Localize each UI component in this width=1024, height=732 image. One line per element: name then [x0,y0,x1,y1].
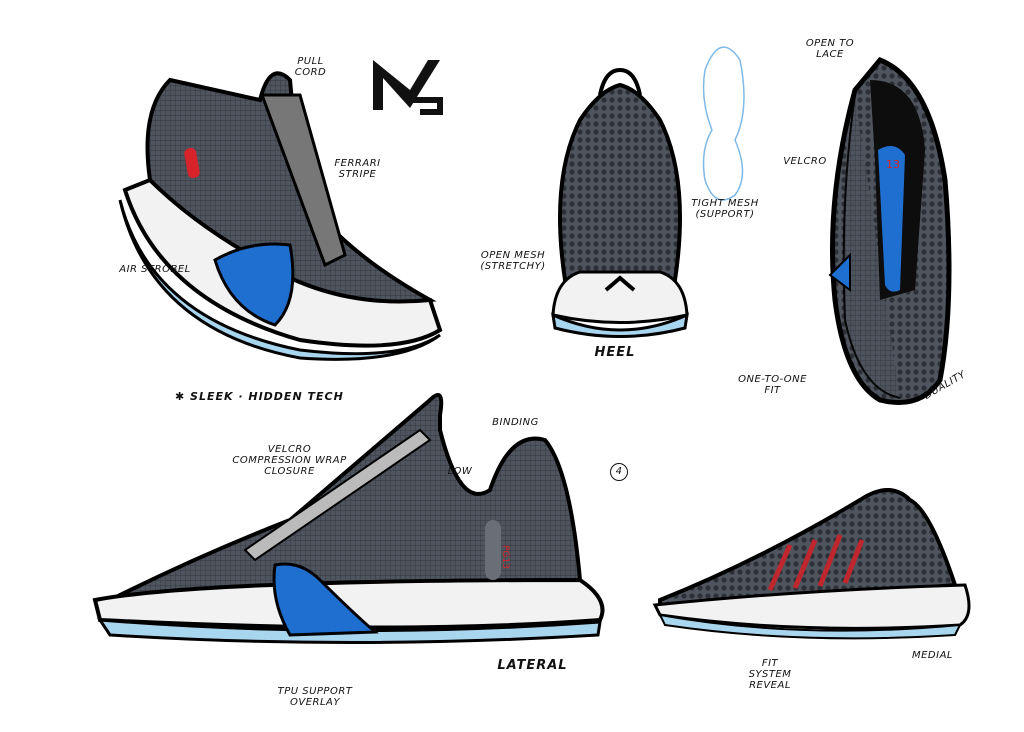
label-lateral: Lateral [497,658,568,673]
label-velcro: Velcro [783,156,827,167]
label-binding: Binding [492,417,539,428]
label-medial: Medial [911,650,953,661]
shoe-three-quarter-view [118,71,443,361]
shoe-top-view [828,57,952,405]
label-count-4: 4 [610,463,628,481]
insole-number: 13 [886,158,900,171]
label-tight-mesh: Tight mesh(support) [690,198,760,220]
label-heel: Heel [594,345,636,360]
label-air-strobel: Air strobel [119,264,191,275]
label-low: Low [447,466,473,477]
open-mesh-note: (stretchy) [480,261,546,272]
label-ferrari-stripe: Ferrari stripe [334,158,381,180]
outsole-outline [702,46,745,201]
shoe-medial-view [652,488,971,640]
open-mesh-text: Open mesh [480,250,546,261]
label-tpu-overlay: TPU support overlay [277,686,353,708]
label-sleek-hidden-tech: ✱ Sleek · Hidden tech [175,390,344,403]
tight-mesh-note: (support) [695,209,755,220]
svg-text:PG13: PG13 [500,545,510,569]
pg-logo [373,60,443,115]
label-velcro-wrap: Velcro compression wrap closure [232,444,347,477]
label-open-mesh: Open mesh(stretchy) [478,250,548,272]
shoe-lateral-view: PG13 [92,393,605,644]
shoe-heel-view [551,67,689,338]
label-one-to-one-fit: One-to-one fit [738,374,807,396]
label-open-to-lace: Open to lace [805,38,855,60]
label-pull-cord: Pull cord [294,56,327,78]
label-fit-system-reveal: Fit system reveal [748,658,792,691]
tight-mesh-text: Tight mesh [691,198,759,209]
